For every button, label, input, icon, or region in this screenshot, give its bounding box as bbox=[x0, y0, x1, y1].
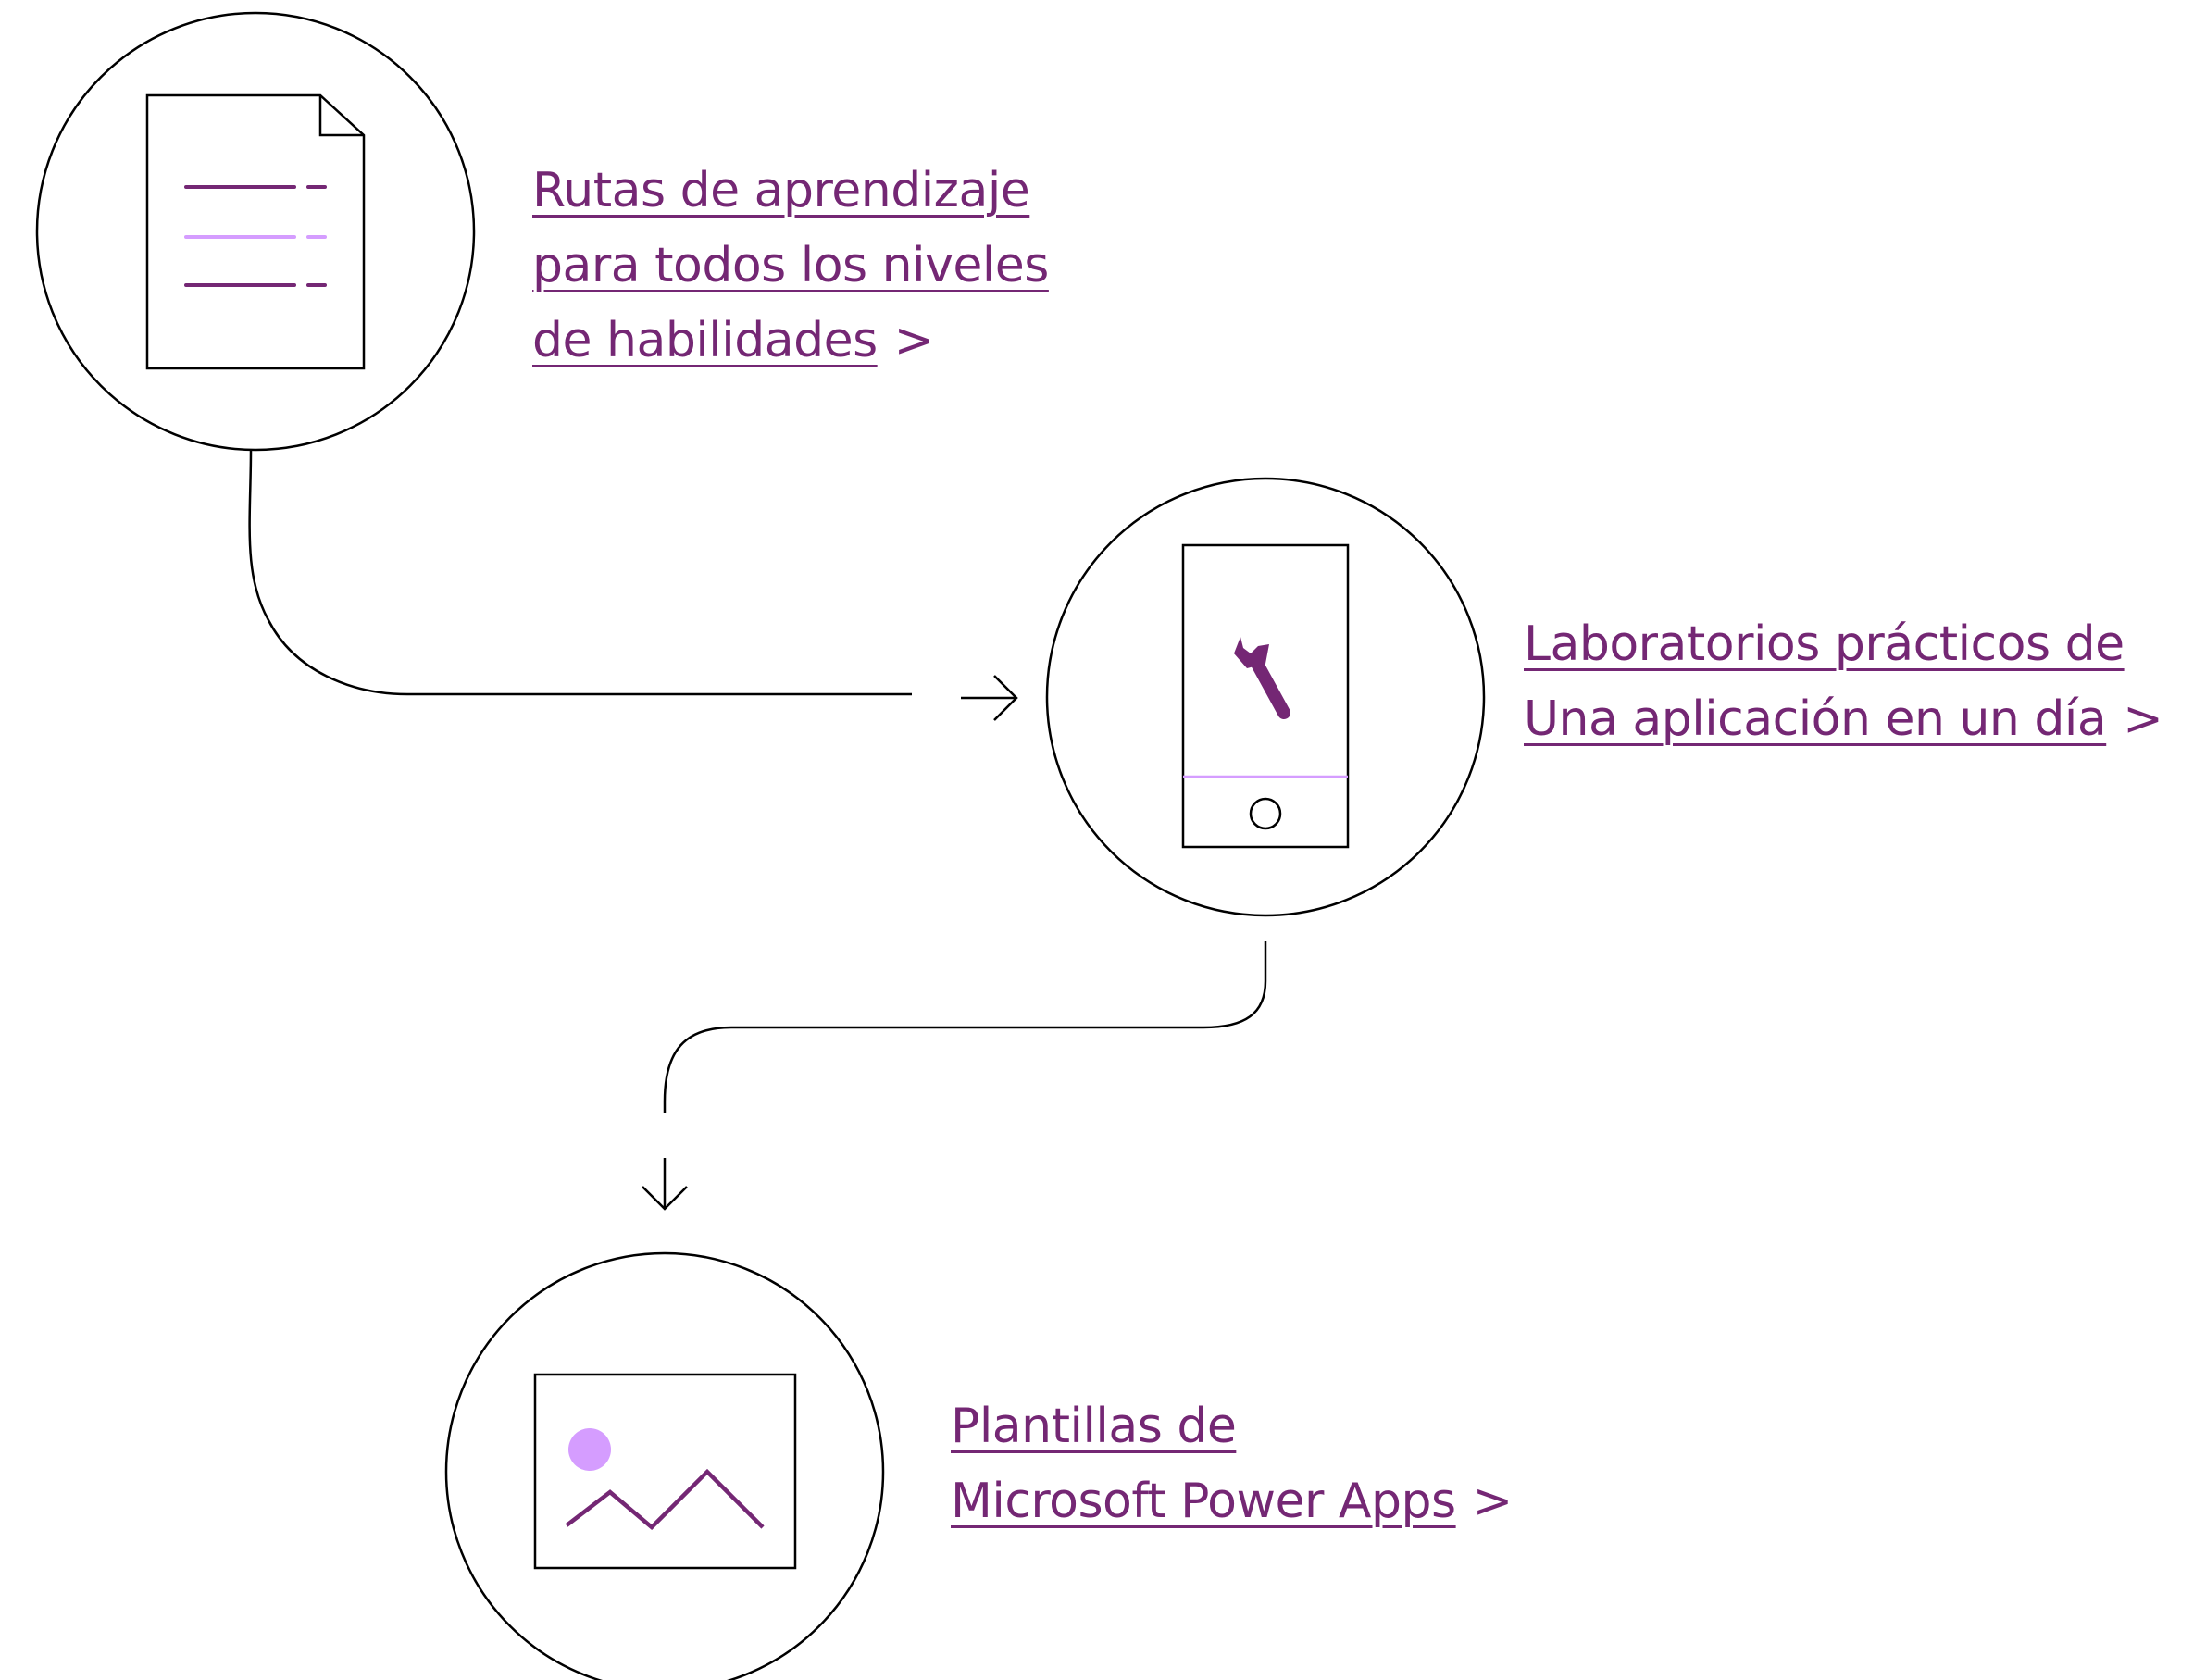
learning-paths-line-1: Rutas de aprendizaje bbox=[532, 163, 1030, 218]
learning-paths-line-3: de habilidades bbox=[532, 313, 878, 368]
app-in-a-day-line-1: Laboratorios prácticos de bbox=[1524, 616, 2125, 672]
mobile-wrench-icon bbox=[1181, 543, 1350, 849]
app-in-a-day-line-2: Una aplicación en un día bbox=[1524, 691, 2107, 747]
image-icon bbox=[533, 1373, 797, 1570]
learning-paths-link[interactable]: Rutas de aprendizaje para todos los nive… bbox=[532, 154, 1049, 379]
document-icon bbox=[145, 93, 366, 370]
app-in-a-day-link[interactable]: Laboratorios prácticos de Una aplicación… bbox=[1524, 607, 2163, 757]
templates-line-2: Microsoft Power Apps bbox=[951, 1474, 1456, 1529]
chevron-right-icon: > bbox=[893, 313, 935, 368]
connector-line-1 bbox=[248, 449, 912, 696]
arrow-down-icon bbox=[642, 1158, 688, 1211]
arrow-right-icon bbox=[961, 675, 1018, 721]
wrench-icon bbox=[1234, 637, 1290, 719]
templates-link[interactable]: Plantillas de Microsoft Power Apps > bbox=[951, 1389, 1513, 1539]
templates-line-1: Plantillas de bbox=[951, 1399, 1237, 1454]
learning-paths-line-2: para todos los niveles bbox=[532, 238, 1049, 293]
chevron-right-icon: > bbox=[1472, 1474, 1514, 1529]
connector-line-2 bbox=[663, 941, 1267, 1113]
chevron-right-icon: > bbox=[2123, 691, 2163, 747]
